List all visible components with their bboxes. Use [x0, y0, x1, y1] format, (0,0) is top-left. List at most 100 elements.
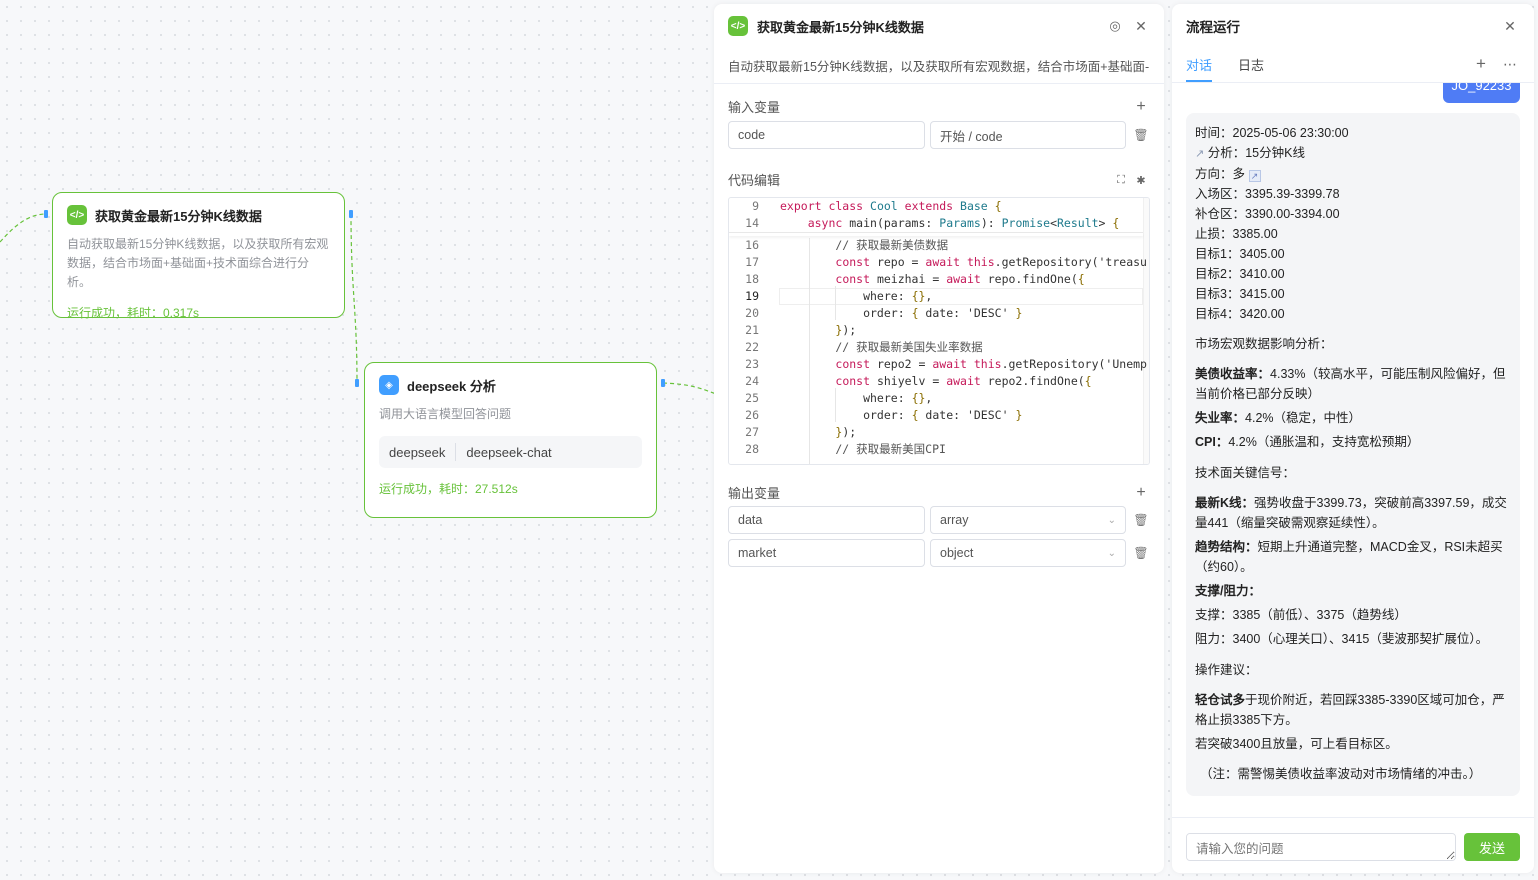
- code-line: 20 order: { date: 'DESC' }: [729, 305, 1149, 322]
- code-text: order: { date: 'DESC' }: [780, 306, 1023, 320]
- code-icon: </>: [728, 16, 748, 36]
- trend-up-icon: ↗: [1248, 170, 1261, 182]
- add-icon[interactable]: +: [1476, 54, 1486, 73]
- flow-run-panel: 流程运行 ✕ 对话 日志 + ⋯ JO_92233 时间：2025-05-06 …: [1172, 4, 1534, 873]
- node-deepseek[interactable]: ◈ deepseek 分析 调用大语言模型回答问题 deepseek deeps…: [364, 362, 657, 518]
- model-divider: [455, 443, 457, 461]
- code-indent-guide: [809, 238, 810, 464]
- code-text: // 获取最新美国CPI: [780, 442, 946, 456]
- msg-target: 目标1：3405.00: [1195, 247, 1285, 261]
- code-text: // 获取最新美国失业率数据: [780, 340, 983, 354]
- output-var-type-select[interactable]: object⌄: [930, 539, 1126, 567]
- input-var-source[interactable]: 开始 / code: [930, 121, 1126, 149]
- msg-value: 强势收盘于3399.73，突破前高3397.59，成交量441（缩量突破需观察延…: [1195, 496, 1507, 530]
- chat-scroll-area[interactable]: JO_92233 时间：2025-05-06 23:30:00 ↗ 分析：15分…: [1172, 83, 1534, 816]
- line-number: 25: [745, 391, 759, 405]
- model-selector[interactable]: deepseek deepseek-chat: [379, 436, 642, 468]
- msg-key: CPI：: [1195, 435, 1229, 449]
- output-var-name[interactable]: data: [728, 506, 925, 534]
- line-number: 20: [745, 306, 759, 320]
- trash-icon[interactable]: 🗑: [1133, 128, 1149, 142]
- msg-kline: 最新K线：强势收盘于3399.73，突破前高3397.59，成交量441（缩量突…: [1195, 493, 1511, 533]
- code-line: 24 const shiyelv = await repo2.findOne({: [729, 373, 1149, 390]
- node-kline-desc: 自动获取最新15分钟K线数据，以及获取所有宏观数据，结合市场面+基础面+技术面综…: [67, 237, 329, 289]
- cube-icon: ◈: [379, 375, 399, 395]
- chevron-down-icon: ⌄: [1107, 547, 1116, 559]
- input-var-name[interactable]: code: [728, 121, 925, 149]
- question-input[interactable]: [1186, 833, 1456, 861]
- node-kline-output-port[interactable]: [349, 210, 353, 218]
- line-number: 21: [745, 323, 759, 337]
- add-input-icon[interactable]: +: [1136, 98, 1146, 115]
- msg-value: 4.2%（稳定，中性）: [1245, 411, 1362, 425]
- more-icon[interactable]: ⋯: [1503, 55, 1517, 72]
- output-var-name-value: data: [738, 513, 763, 527]
- node-editor-panel: </> 获取黄金最新15分钟K线数据 ◎ ✕ 自动获取最新15分钟K线数据，以及…: [714, 4, 1164, 873]
- node-deepseek-output-port[interactable]: [661, 379, 665, 387]
- code-line: 16 // 获取最新美债数据: [729, 237, 1149, 254]
- msg-support: 支撑：3385（前低）、3375（趋势线）: [1195, 608, 1407, 622]
- close-icon[interactable]: ✕: [1504, 17, 1516, 34]
- code-line: 25 where: {},: [729, 390, 1149, 407]
- msg-key: 支撑/阻力：: [1195, 584, 1261, 598]
- code-text: const repo = await this.getRepository('t…: [835, 255, 1147, 269]
- editor-title: 获取黄金最新15分钟K线数据: [757, 19, 924, 35]
- output-var-type-value: array: [940, 513, 969, 527]
- trash-icon[interactable]: 🗑: [1133, 513, 1149, 527]
- code-text: order: { date: 'DESC' }: [780, 408, 1023, 422]
- send-button[interactable]: 发送: [1464, 833, 1520, 861]
- trash-icon[interactable]: 🗑: [1133, 546, 1149, 560]
- add-output-icon[interactable]: +: [1136, 484, 1146, 501]
- output-var-name[interactable]: market: [728, 539, 925, 567]
- code-line: 28 // 获取最新美国CPI: [729, 441, 1149, 458]
- msg-heading: 操作建议：: [1195, 663, 1258, 677]
- code-line: 21 });: [729, 322, 1149, 339]
- node-kline-input-port[interactable]: [44, 210, 48, 218]
- line-number: 18: [745, 272, 759, 286]
- msg-stop: 止损：3385.00: [1195, 227, 1278, 241]
- run-title: 流程运行: [1186, 20, 1240, 35]
- inputs-label: 输入变量: [728, 100, 781, 115]
- node-kline-title: 获取黄金最新15分钟K线数据: [95, 208, 262, 224]
- tab-chat[interactable]: 对话: [1186, 58, 1213, 73]
- editor-header: </> 获取黄金最新15分钟K线数据: [728, 16, 924, 36]
- tab-active-indicator: [1186, 80, 1212, 82]
- node-kline-status: 运行成功，耗时：0.317s: [67, 306, 200, 320]
- line-number: 14: [745, 216, 759, 230]
- msg-key: 失业率：: [1195, 411, 1246, 425]
- code-vscroll[interactable]: [1143, 198, 1149, 464]
- code-text: });: [835, 425, 857, 439]
- settings-icon[interactable]: ◎: [1109, 18, 1121, 33]
- code-line: 22 // 获取最新美国失业率数据: [729, 339, 1149, 356]
- code-text: export class Cool extends Base {: [780, 199, 1002, 213]
- user-message-badge: JO_92233: [1443, 83, 1520, 103]
- output-var-type-select[interactable]: array⌄: [930, 506, 1126, 534]
- code-label: 代码编辑: [728, 173, 781, 188]
- msg-time: 时间：2025-05-06 23:30:00: [1195, 126, 1349, 140]
- code-sticky-divider: [729, 232, 1143, 236]
- close-icon[interactable]: ✕: [1135, 17, 1147, 34]
- bug-icon[interactable]: ✱: [1136, 174, 1146, 187]
- code-line: 19 where: {},: [729, 288, 1149, 305]
- msg-analysis: ↗ 分析：15分钟K线: [1195, 143, 1511, 164]
- msg-key: 轻仓试多: [1195, 693, 1246, 707]
- code-line: 26 order: { date: 'DESC' }: [729, 407, 1149, 424]
- msg-key: 美债收益率：: [1195, 367, 1271, 381]
- msg-unemp: 失业率：4.2%（稳定，中性）: [1195, 408, 1511, 428]
- code-icon: </>: [67, 205, 87, 225]
- model-provider: deepseek: [389, 444, 446, 460]
- code-line: 23 const repo2 = await this.getRepositor…: [729, 356, 1149, 373]
- code-text: // 获取最新美债数据: [780, 238, 949, 252]
- edge-start-to-kline: [0, 213, 45, 243]
- fullscreen-icon[interactable]: ⛶: [1117, 173, 1125, 186]
- node-deepseek-input-port[interactable]: [355, 379, 359, 387]
- tab-log[interactable]: 日志: [1238, 58, 1265, 73]
- node-deepseek-status: 运行成功，耗时：27.512s: [379, 482, 518, 496]
- code-text: const meizhai = await repo.findOne({: [835, 272, 1085, 286]
- line-number: 19: [745, 289, 759, 303]
- node-kline[interactable]: </> 获取黄金最新15分钟K线数据 自动获取最新15分钟K线数据，以及获取所有…: [52, 192, 345, 320]
- editor-desc: 自动获取最新15分钟K线数据，以及获取所有宏观数据，结合市场面+基础面-: [728, 60, 1150, 74]
- msg-value: 4.2%（通胀温和，支持宽松预期）: [1228, 435, 1420, 449]
